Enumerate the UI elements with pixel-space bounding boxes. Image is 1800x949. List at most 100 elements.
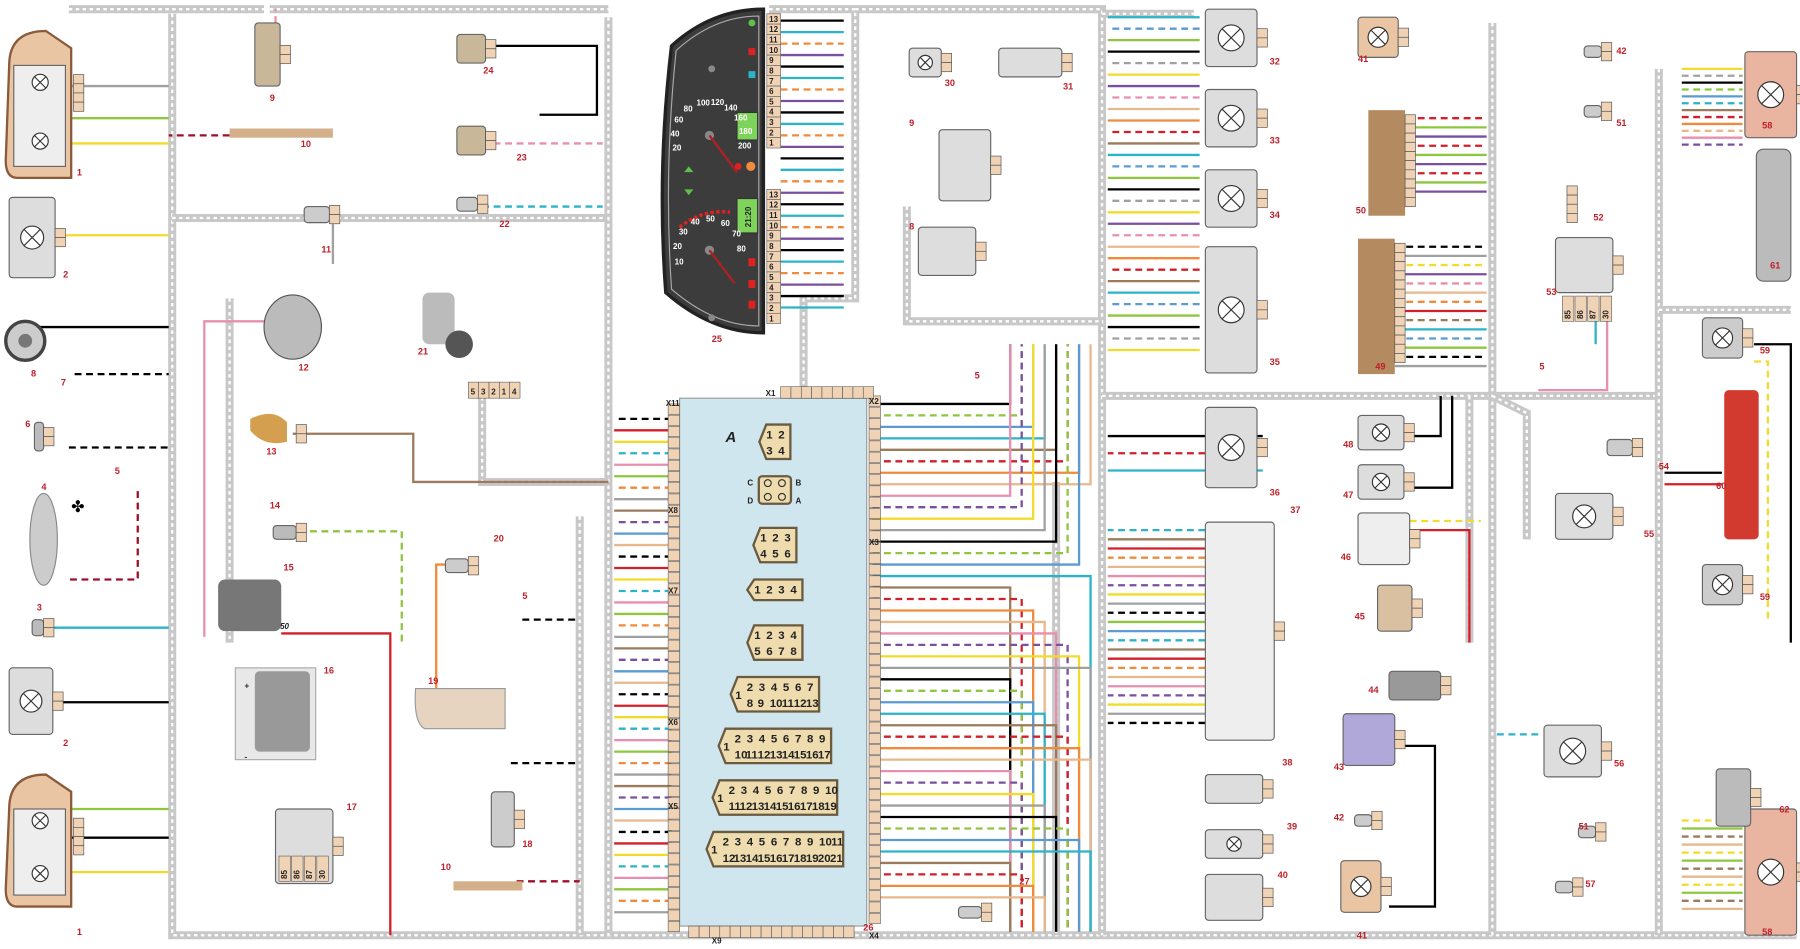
component-number-label: 51 — [1578, 822, 1588, 832]
pinout-number: 14 — [782, 750, 795, 762]
pinout-number: 2 — [772, 533, 778, 545]
component-number-label: 58 — [1762, 121, 1772, 131]
component-number-label: 9 — [909, 118, 914, 128]
connector-pin — [1612, 264, 1624, 275]
harness-hatch — [1491, 394, 1528, 540]
connector-pin — [1403, 472, 1415, 483]
fuse-box-terminal — [740, 925, 752, 938]
pinout-number: 18 — [794, 853, 807, 865]
fuse-box-terminal — [868, 463, 881, 474]
lock-indicator-icon — [748, 71, 756, 79]
brake-pad-sensor — [453, 881, 523, 891]
fuse-box-terminal — [667, 808, 680, 820]
connector-pin — [1256, 438, 1268, 448]
wire — [203, 320, 267, 637]
connector-pin — [43, 627, 55, 638]
wire — [872, 344, 1081, 474]
pinout-number: 7 — [795, 733, 801, 745]
connector-pin — [1256, 300, 1268, 311]
fuse-box-terminal — [868, 912, 881, 924]
fuse-box-terminal — [667, 763, 680, 775]
fuse-box-terminal — [667, 864, 680, 876]
connector-pin — [1632, 438, 1644, 448]
odometer-display — [736, 111, 759, 141]
fuse-box-terminal — [868, 564, 881, 576]
component-number-label: 15 — [284, 562, 294, 572]
connector-pin — [940, 53, 953, 63]
fuse-box-terminal — [868, 406, 881, 418]
cluster-pin-number: 10 — [769, 221, 778, 230]
cluster-connector-pin — [766, 137, 781, 149]
component-number-label: 36 — [1270, 488, 1280, 498]
heater-switch — [1357, 512, 1421, 566]
pinout-number: 8 — [801, 785, 808, 797]
wire — [872, 804, 1046, 932]
connector-pin — [1394, 334, 1406, 345]
component-number-label: 59 — [1760, 592, 1770, 602]
cluster-pin-number: 9 — [769, 232, 774, 241]
fuse-box-terminal — [811, 386, 823, 399]
fuse-box-terminal — [667, 639, 680, 651]
connector-pin — [1394, 288, 1406, 299]
side-repeater-lamp — [8, 667, 64, 735]
connector-pin — [1566, 203, 1578, 214]
connector-pin — [1404, 169, 1416, 180]
relay-terminal — [1587, 295, 1600, 322]
pinout-number: 3 — [766, 445, 772, 457]
cluster-pin-number: 1 — [769, 139, 774, 148]
steering-column-switch — [1204, 521, 1285, 741]
fuse-box-terminal — [833, 925, 845, 938]
fuse-box-terminal — [667, 482, 680, 494]
fuse-box-terminal — [667, 774, 680, 786]
connector-pin — [332, 836, 344, 847]
brake-pad-sensor — [229, 128, 333, 138]
component-number-label: 44 — [1368, 685, 1379, 695]
connector-pin — [1394, 270, 1406, 281]
pinout-number: 6 — [783, 733, 789, 745]
connector-pin — [73, 92, 85, 103]
wire — [482, 44, 599, 116]
harness-trunk — [902, 206, 1103, 326]
wire — [292, 432, 609, 484]
pinout-number: 9 — [813, 785, 819, 797]
component-number-label: 42 — [1334, 812, 1344, 822]
component-number-label: 10 — [301, 139, 311, 149]
component-number-label: 53 — [1546, 287, 1556, 297]
fuse-box-terminal — [667, 673, 680, 685]
connector-pin — [975, 250, 987, 261]
fuse-box-terminal — [802, 925, 814, 938]
fuel-gauge-hub — [708, 65, 716, 73]
fuse-box-terminal — [868, 609, 881, 621]
cluster-pin-number: 6 — [769, 87, 774, 96]
pinout-number: 3 — [747, 733, 753, 745]
pinout-number: 15 — [758, 853, 771, 865]
fuse-box-terminal — [667, 572, 680, 584]
pinout-number: 9 — [758, 698, 764, 710]
connector-pin — [1256, 447, 1268, 458]
fuse-box-terminal — [868, 766, 881, 778]
speedometer-tick-label: 40 — [670, 129, 679, 138]
component-number-label: 61 — [1770, 261, 1780, 271]
tail-light — [1744, 808, 1800, 936]
pinout-number: 13 — [734, 853, 747, 865]
wiper-connector-pin — [509, 381, 521, 399]
component-number-label: 54 — [1659, 461, 1670, 471]
speedometer-tick-label: 80 — [684, 105, 693, 114]
pinout-number: 12 — [794, 698, 807, 710]
fuse-box-connector-label: X6 — [668, 718, 678, 727]
cluster-pin-number: 3 — [769, 294, 774, 303]
pinout-number: 11 — [729, 801, 742, 813]
connector-pin — [1403, 432, 1415, 443]
cluster-pin-number: 11 — [769, 211, 778, 220]
wire — [872, 344, 1046, 532]
connector-pin — [990, 155, 1002, 166]
component-number-label: 14 — [270, 500, 281, 510]
component-number-label: 25 — [712, 334, 722, 344]
wire — [872, 344, 1035, 520]
pinout-number: 6 — [771, 837, 777, 849]
component-number-label: 24 — [483, 65, 494, 75]
pinout-number: 14 — [746, 853, 759, 865]
connector-pin — [513, 809, 525, 820]
